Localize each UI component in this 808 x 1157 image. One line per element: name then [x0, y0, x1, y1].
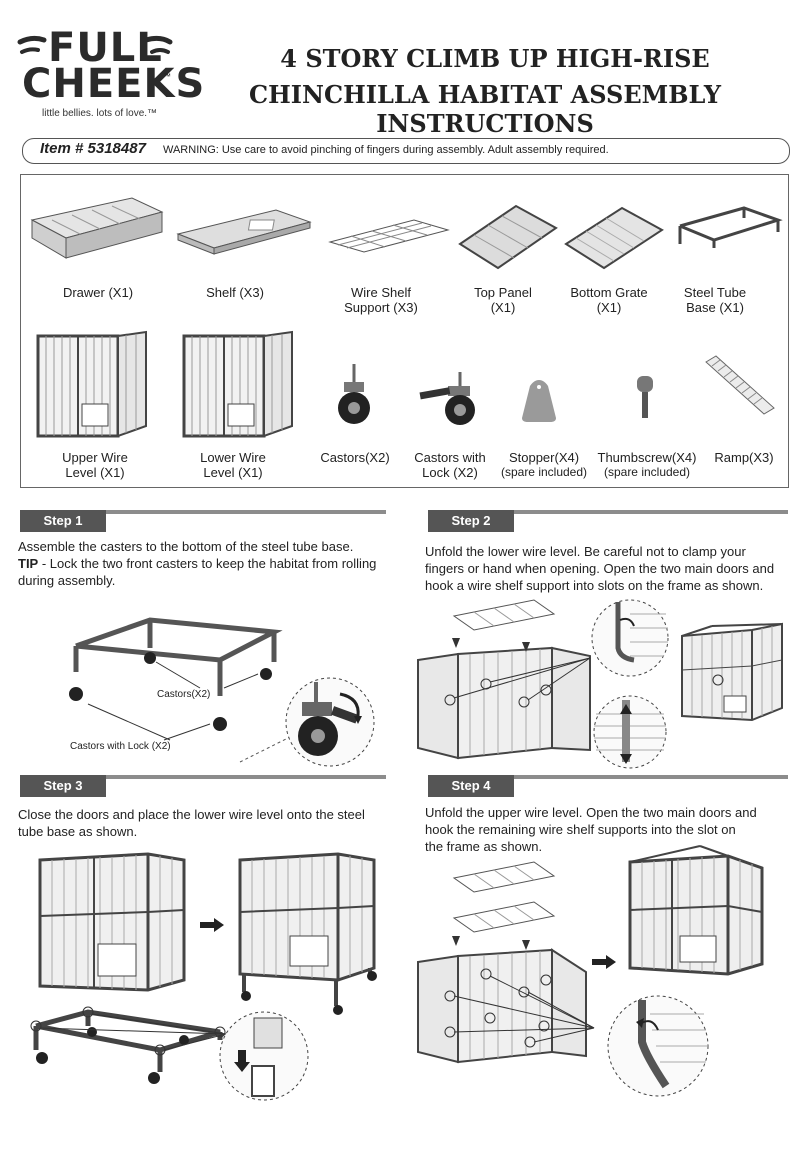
- logo-tagline: little bellies. lots of love.™: [42, 108, 158, 119]
- castor-with-lock-illustration: [419, 372, 475, 425]
- step1-callout-castors: Castors(X2): [157, 689, 211, 700]
- step2-label: Step 2: [428, 510, 514, 532]
- logo-line2: CHEEKS: [22, 61, 206, 107]
- part-label-castors: Castors(X2): [320, 450, 390, 465]
- step2-assembled-level-diagram: [681, 622, 783, 722]
- brand-logo: FULL CHEEKS ™ little bellies. lots of lo…: [17, 25, 204, 123]
- step3-header: Step 3: [20, 775, 386, 797]
- step4-header: Step 4: [428, 775, 788, 797]
- top-panel-illustration: [458, 204, 558, 270]
- upper-wire-level-illustration: [36, 330, 147, 438]
- logo-swoosh-graphic: [17, 35, 173, 54]
- step3-cage-diagram: [38, 852, 186, 992]
- wire-shelf-support-illustration: [328, 219, 450, 253]
- stopper-illustration: [522, 380, 556, 422]
- step4-arrow-icon: [592, 955, 616, 969]
- item-bar: [22, 138, 790, 164]
- step1-header: Step 1: [20, 510, 386, 532]
- step4-label: Step 4: [428, 775, 514, 797]
- drawer-illustration: [30, 197, 164, 259]
- step4-instructions: Unfold the upper wire level. Open the tw…: [425, 805, 757, 854]
- logo-trademark: ™: [163, 72, 171, 81]
- thumbscrew-illustration: [637, 376, 653, 418]
- step1-lock-detail-circle: [285, 677, 375, 767]
- part-label-top-panel: Top Panel(X1): [474, 285, 532, 315]
- step3-base-diagram: [30, 1006, 227, 1084]
- part-label-ramp: Ramp(X3): [714, 450, 774, 465]
- step2-header: Step 2: [428, 510, 788, 532]
- part-label-drawer: Drawer (X1): [62, 285, 134, 300]
- logo-line1: FULL: [48, 25, 163, 71]
- step1-callout-castors-lock: Castors with Lock (X2): [70, 741, 171, 752]
- step2-hook-detail-bottom: [593, 695, 667, 769]
- part-label-stopper: Stopper(X4)(spare included): [500, 450, 588, 479]
- parts-list-box: [20, 174, 789, 488]
- step1-label: Step 1: [20, 510, 106, 532]
- title-line2: CHINCHILLA HABITAT ASSEMBLY INSTRUCTIONS: [249, 80, 721, 138]
- item-number: Item # 5318487: [40, 140, 146, 157]
- steel-tube-base-illustration: [678, 206, 783, 248]
- warning-text: WARNING: Use care to avoid pinching of f…: [163, 144, 609, 156]
- step3-cage-on-base-diagram: [238, 852, 377, 1015]
- step2-lower-level-diagram: [417, 599, 591, 760]
- step4-assembled-diagram: [628, 845, 764, 976]
- step1-instructions: Assemble the casters to the bottom of th…: [18, 539, 377, 588]
- lower-wire-level-illustration: [182, 330, 293, 438]
- step3-arrow-icon: [200, 918, 224, 932]
- ramp-illustration: [705, 355, 775, 415]
- bottom-grate-illustration: [564, 206, 664, 270]
- step2-instructions: Unfold the lower wire level. Be careful …: [425, 544, 775, 593]
- step4-upper-level-diagram: [417, 861, 595, 1064]
- title-line1: 4 STORY CLIMB UP HIGH-RISE: [280, 44, 710, 73]
- step3-instructions: Close the doors and place the lower wire…: [18, 807, 365, 839]
- step4-hook-detail-circle: [607, 995, 709, 1097]
- part-label-thumbscrew: Thumbscrew(X4)(spare included): [597, 450, 697, 479]
- step2-hook-detail-top: [591, 599, 669, 677]
- shelf-illustration: [176, 209, 312, 255]
- part-label-shelf: Shelf (X3): [206, 285, 264, 300]
- castor-illustration: [338, 364, 370, 424]
- step3-label: Step 3: [20, 775, 106, 797]
- step3-leg-detail-circle: [219, 1011, 309, 1101]
- part-label-bottom-grate: Bottom Grate(X1): [570, 285, 648, 315]
